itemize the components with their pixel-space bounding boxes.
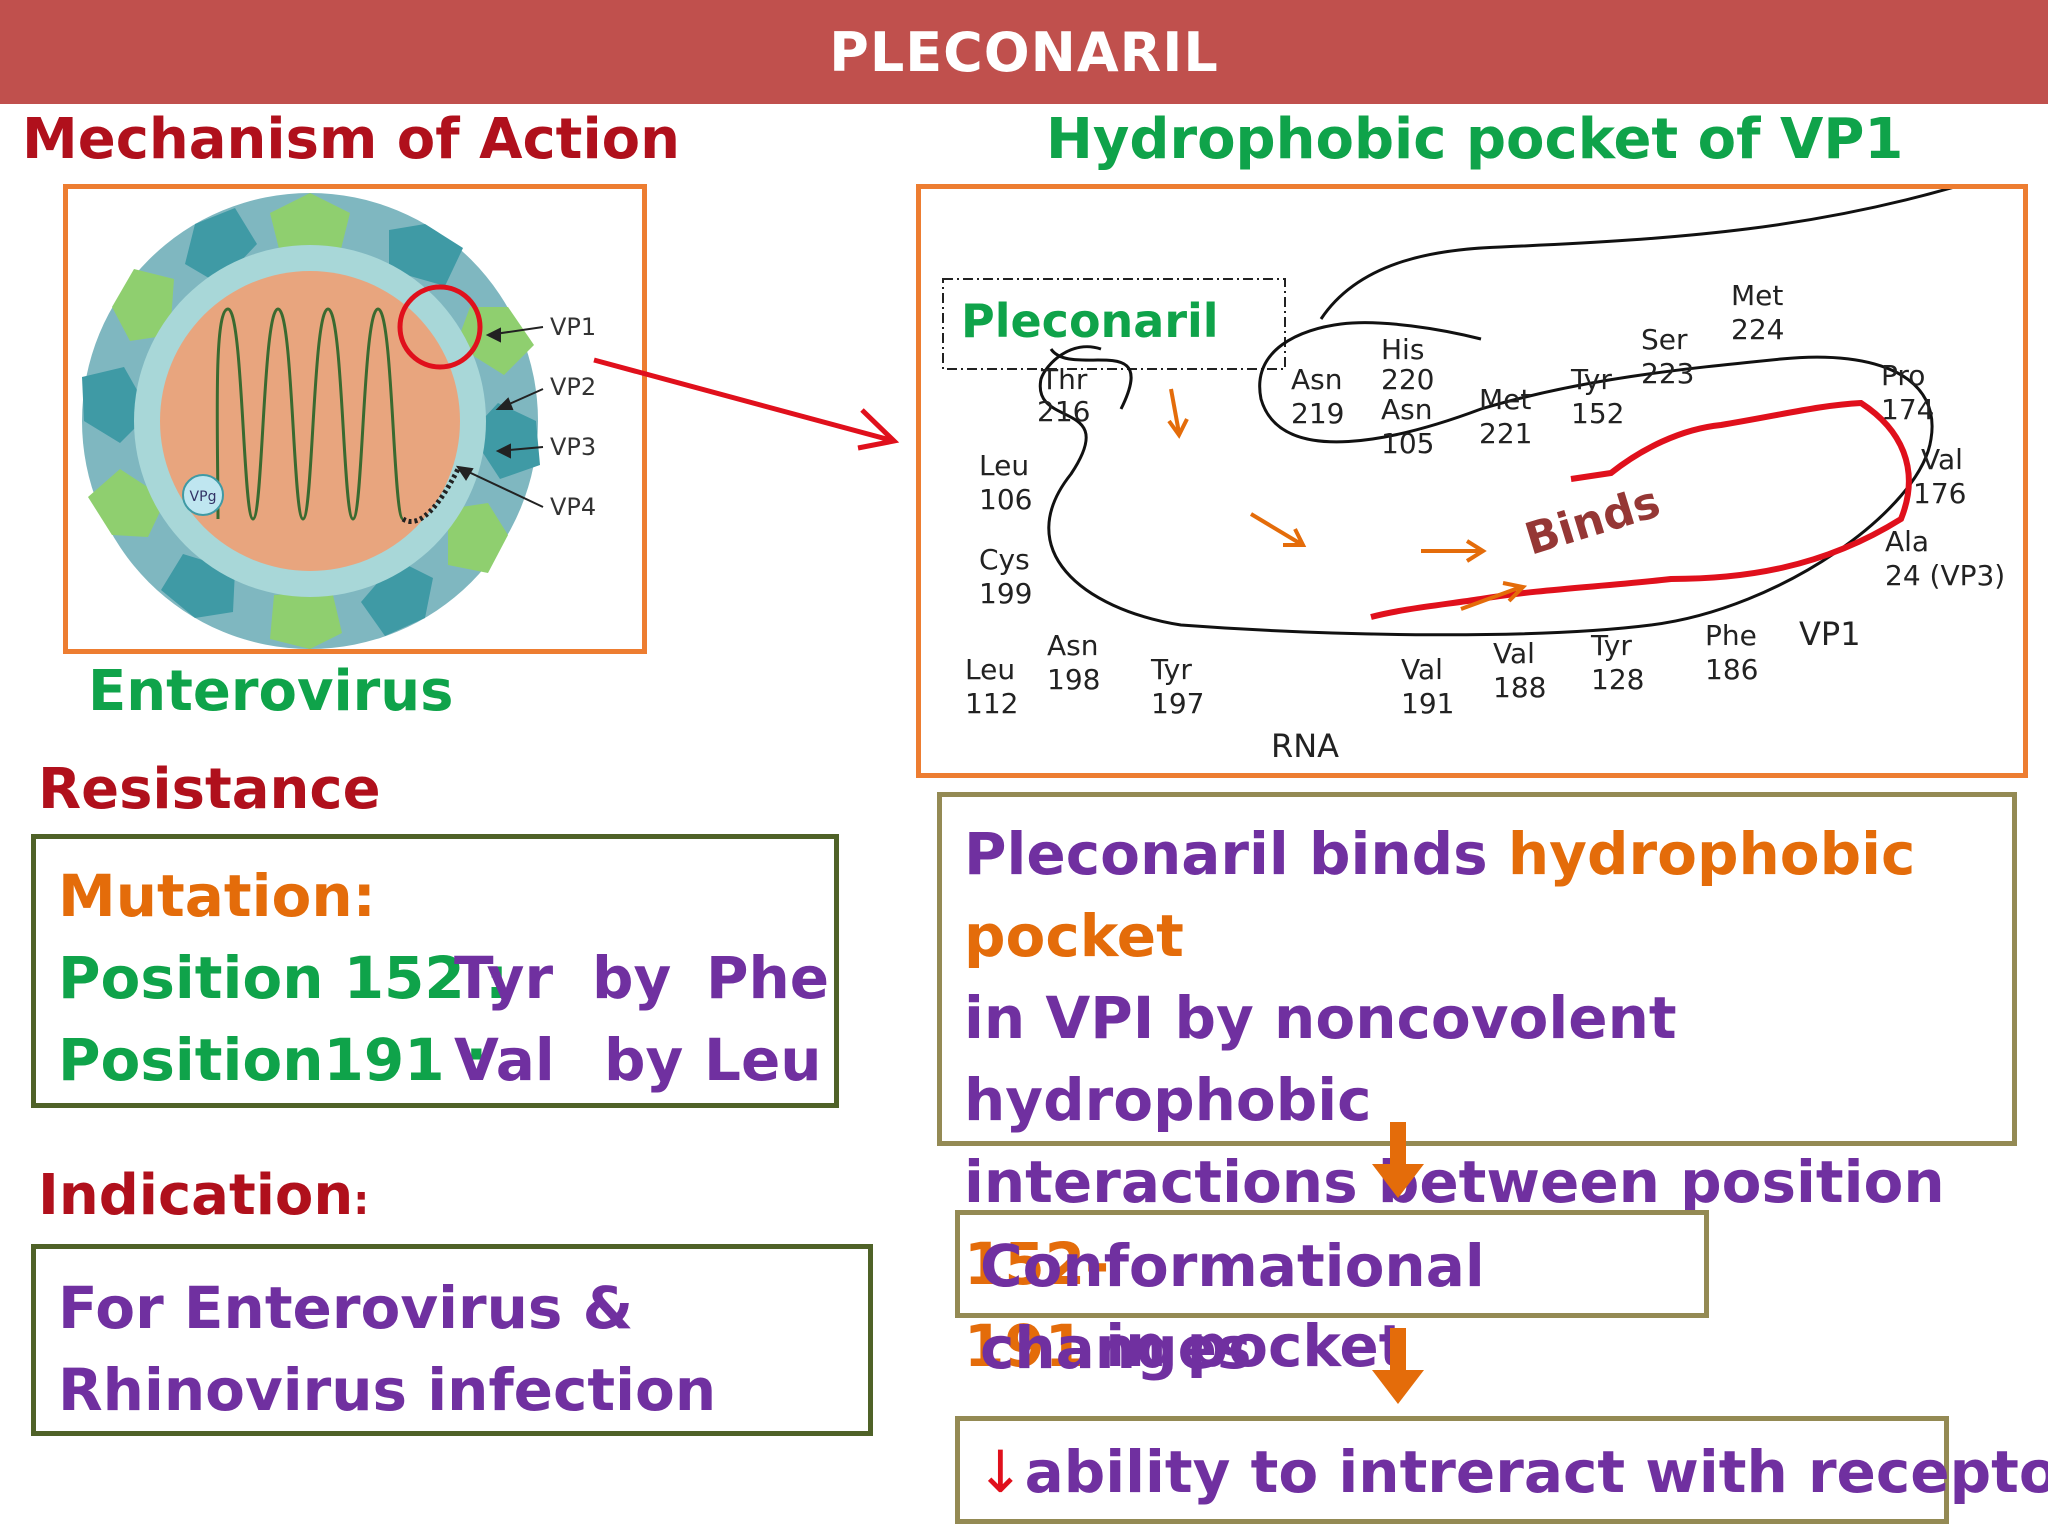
svg-text:198: 198	[1047, 663, 1100, 696]
mutation-row-1-to: Phe	[706, 944, 830, 1012]
indication-heading: Indication:	[38, 1163, 370, 1228]
virus-caption: Enterovirus	[88, 659, 454, 724]
binding-description: Pleconaril binds hydrophobic pocket in V…	[964, 820, 1945, 1380]
vp3-label: VP3	[550, 433, 596, 461]
mutation-box: Mutation: Position 152 : Tyr by Phe Posi…	[31, 834, 839, 1108]
svg-text:Leu: Leu	[965, 653, 1015, 686]
svg-text:Tyr: Tyr	[1150, 653, 1192, 686]
svg-text:Pro: Pro	[1881, 359, 1925, 392]
svg-text:Thr: Thr	[1040, 363, 1088, 396]
pocket-diagram-panel: Pleconaril Binds Thr 216 Leu 106 Cys 199…	[916, 177, 2028, 778]
page-title: PLECONARIL	[829, 20, 1219, 84]
binds-label: Binds	[1519, 477, 1666, 566]
mutation-row-2-position: Position191 :	[58, 1026, 488, 1094]
svg-text:176: 176	[1913, 477, 1966, 510]
svg-text:219: 219	[1291, 397, 1344, 430]
mutation-row-1-from: Tyr	[454, 944, 554, 1012]
svg-text:106: 106	[979, 483, 1032, 516]
svg-text:Phe: Phe	[1705, 619, 1757, 652]
svg-text:Tyr: Tyr	[1570, 363, 1612, 396]
vpg-label: VPg	[190, 489, 217, 505]
svg-text:152: 152	[1571, 397, 1624, 430]
decrease-arrow-icon: ↓	[976, 1438, 1025, 1506]
svg-text:Met: Met	[1479, 383, 1531, 416]
svg-text:223: 223	[1641, 357, 1694, 390]
binding-description-box: Pleconaril binds hydrophobic pocket in V…	[937, 792, 2017, 1380]
svg-text:Val: Val	[1493, 637, 1535, 670]
receptor-text: ↓ability to intreract with receptor	[976, 1438, 2048, 1506]
svg-text:197: 197	[1151, 687, 1204, 720]
svg-text:191: 191	[1401, 687, 1454, 720]
svg-text:Asn: Asn	[1291, 363, 1343, 396]
vp1-to-pocket-arrow	[593, 357, 900, 451]
svg-text:Asn: Asn	[1381, 393, 1433, 426]
pocket-heading: Hydrophobic pocket of VP1	[1046, 107, 1904, 172]
svg-text:Met: Met	[1731, 279, 1783, 312]
capsid-protomers	[82, 193, 540, 649]
vp4-label: VP4	[550, 493, 596, 521]
drug-label: Pleconaril	[961, 294, 1219, 348]
svg-text:112: 112	[965, 687, 1018, 720]
receptor-box: ↓ability to intreract with receptor	[955, 1416, 2048, 1524]
mutation-row-2-to: Leu	[704, 1026, 822, 1094]
resistance-heading: Resistance	[38, 757, 381, 822]
indication-line-2: Rhinovirus infection	[58, 1356, 717, 1424]
svg-text:224: 224	[1731, 313, 1784, 346]
virus-diagram-panel: VPg VP1 VP2 VP3 VP4	[63, 184, 647, 654]
vp1-diagram-label: VP1	[1799, 615, 1861, 653]
conformational-text: Conformational changes	[980, 1232, 1485, 1382]
svg-text:128: 128	[1591, 663, 1644, 696]
svg-text:Cys: Cys	[979, 543, 1030, 576]
conformational-box: Conformational changes	[955, 1210, 1709, 1382]
svg-text:Tyr: Tyr	[1590, 629, 1632, 662]
mutation-title: Mutation:	[58, 862, 376, 930]
rna-label: RNA	[1271, 727, 1339, 765]
flow-arrow-2	[1372, 1328, 1424, 1404]
vp2-label: VP2	[550, 373, 596, 401]
svg-text:Ser: Ser	[1641, 323, 1688, 356]
svg-text:221: 221	[1479, 417, 1532, 450]
svg-text:Val: Val	[1401, 653, 1443, 686]
mutation-row-1-by: by	[592, 944, 672, 1012]
svg-text:Leu: Leu	[979, 449, 1029, 482]
svg-text:Asn: Asn	[1047, 629, 1099, 662]
virus-diagram: VPg VP1 VP2 VP3 VP4	[82, 193, 596, 649]
title-bar: PLECONARIL	[0, 0, 2048, 104]
svg-text:His: His	[1381, 333, 1424, 366]
vp1-label: VP1	[550, 313, 596, 341]
svg-text:174: 174	[1881, 393, 1934, 426]
mutation-row-2-from: Val	[454, 1026, 555, 1094]
svg-text:Ala: Ala	[1885, 525, 1929, 558]
mutation-row-1-position: Position 152 :	[58, 944, 509, 1012]
svg-text:199: 199	[979, 577, 1032, 610]
svg-text:186: 186	[1705, 653, 1758, 686]
drug-label-box	[942, 278, 1286, 370]
mechanism-heading: Mechanism of Action	[22, 107, 680, 172]
svg-text:105: 105	[1381, 427, 1434, 460]
mutation-row-2-by: by	[604, 1026, 684, 1094]
pocket-diagram: Pleconaril Binds Thr 216 Leu 106 Cys 199…	[942, 177, 2005, 765]
indication-line-1: For Enterovirus &	[58, 1274, 634, 1342]
indication-box: For Enterovirus & Rhinovirus infection	[31, 1244, 873, 1436]
svg-text:Val: Val	[1921, 443, 1963, 476]
svg-text:188: 188	[1493, 671, 1546, 704]
svg-text:216: 216	[1037, 395, 1090, 428]
flow-arrow-1	[1372, 1122, 1424, 1198]
vp1-highlight-circle	[397, 284, 483, 370]
svg-text:220: 220	[1381, 363, 1434, 396]
svg-text:24 (VP3): 24 (VP3)	[1885, 559, 2005, 592]
